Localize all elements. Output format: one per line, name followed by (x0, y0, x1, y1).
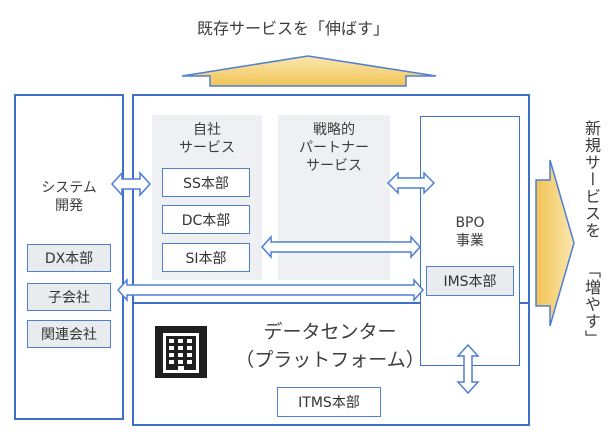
arrow-si-bpo (260, 235, 422, 259)
affiliate-box: 関連会社 (27, 320, 111, 348)
si-division-box: SI本部 (162, 243, 250, 272)
itms-division-box: ITMS本部 (277, 387, 381, 417)
dx-division-box: DX本部 (27, 244, 111, 272)
system-dev-title-1: システム (41, 180, 97, 196)
datacenter-title-2: （プラットフォーム） (235, 349, 425, 371)
top-arrow-label: 既存サービスを「伸ばす」 (197, 19, 390, 38)
ims-division-box: IMS本部 (426, 266, 514, 296)
own-services-title-1: 自社 (193, 122, 221, 138)
datacenter-panel (132, 302, 530, 426)
arrow-sysdev-ownservices (110, 171, 152, 197)
arrow-partner-bpo (386, 171, 436, 195)
dc-division-box: DC本部 (162, 205, 250, 234)
strategic-partner-line-1: 戦略的 (313, 122, 355, 138)
building-icon (155, 326, 207, 378)
arrow-sysdev-bpo (116, 278, 425, 302)
subsidiary-box: 子会社 (27, 283, 111, 311)
right-arrow-label-2: 「増やす」 (582, 262, 601, 347)
bpo-box (420, 116, 520, 366)
strategic-partner-line-3: サービス (306, 158, 362, 174)
own-services-title-2: サービス (179, 140, 235, 156)
right-arrow-label-1: 新規サービスを (582, 120, 601, 239)
strategic-partner-line-2: パートナー (299, 140, 369, 156)
system-dev-title-2: 開発 (55, 198, 83, 214)
datacenter-title-1: データセンター (263, 321, 397, 343)
arrow-bpo-datacenter (456, 343, 480, 395)
bpo-title-1: BPO (455, 215, 485, 231)
bpo-title-2: 事業 (456, 233, 484, 249)
ss-division-box: SS本部 (162, 168, 250, 197)
